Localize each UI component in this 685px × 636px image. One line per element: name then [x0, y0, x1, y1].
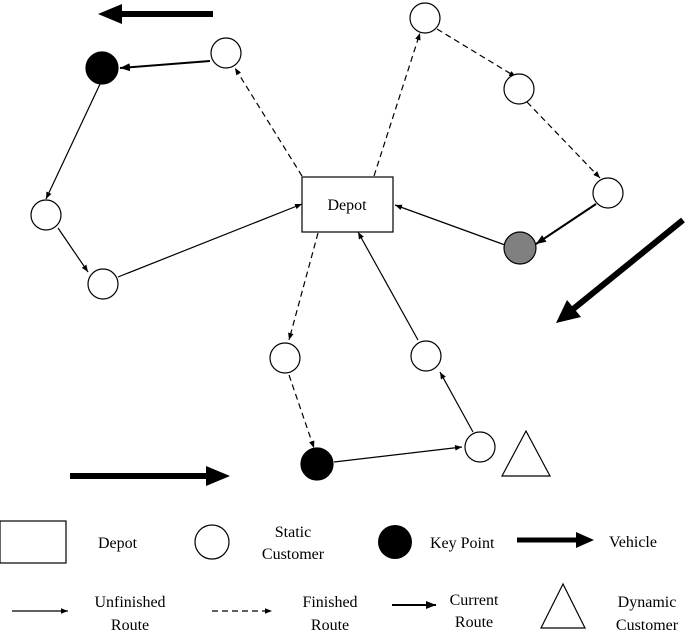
legend-current-route-label-line1: Current [450, 592, 499, 609]
legend-dynamic-customer-label-line2: Customer [616, 617, 679, 634]
legend-finished-route-label-line1: Finished [302, 594, 357, 611]
static-customer-node [592, 177, 624, 209]
vehicle-arrowhead-top [98, 4, 122, 24]
legend-unfinished-route-label-line1: Unfinished [94, 594, 165, 611]
static-customer-node [87, 268, 119, 300]
unfinished-route-edge [117, 203, 303, 278]
legend-depot-label: Depot [98, 535, 138, 552]
static-customer-node [503, 73, 535, 105]
finished-route-edge [234, 67, 303, 177]
unfinished-route-edge [394, 204, 506, 246]
vehicle-arrowhead-bottom [206, 466, 230, 486]
static-customer-node [30, 199, 62, 231]
depot-box [301, 176, 394, 233]
legend-static-customer-label-line2: Customer [262, 546, 325, 563]
legend-static-customer-swatch [194, 524, 230, 560]
current-route-edge [119, 60, 211, 72]
legend-unfinished-route-label-line2: Route [111, 617, 149, 634]
legend-vehicle-swatch-head [576, 532, 594, 548]
unfinished-route-edge [357, 231, 419, 341]
current-key-point-node [503, 231, 537, 265]
routes [45, 28, 601, 463]
static-customer-node [410, 340, 442, 372]
unfinished-route-edge [45, 83, 101, 200]
legend-depot-swatch [0, 520, 67, 564]
vehicle-arrow-right [570, 217, 685, 313]
static-customer-node [464, 431, 496, 463]
legend-key-point-swatch [378, 525, 412, 559]
current-route-edge [535, 203, 597, 245]
legend-dynamic-customer-label-line1: Dynamic [618, 594, 677, 611]
static-customer-node [210, 37, 242, 69]
finished-route-edge [373, 32, 421, 177]
finished-route-edge [288, 232, 319, 341]
key-point-node [85, 51, 119, 85]
depot-label: Depot [327, 197, 367, 214]
legend-dynamic-customer-swatch [540, 582, 586, 629]
legend-static-customer-label-line1: Static [275, 524, 311, 541]
legend-finished-route-label-line2: Route [311, 617, 349, 634]
legend-vehicle-label: Vehicle [609, 534, 657, 551]
vehicle-arrows [70, 4, 685, 486]
finished-route-edge [526, 101, 601, 179]
unfinished-route-edge [333, 445, 463, 463]
vehicle-arrowhead-right [556, 300, 581, 323]
dynamic-customer-node [501, 429, 551, 477]
unfinished-route-edge [57, 227, 89, 273]
finished-route-edge [288, 374, 315, 449]
legend-current-route-label-line2: Route [455, 614, 493, 631]
key-point-node [300, 447, 334, 481]
customers [30, 2, 624, 481]
static-customer-node [269, 342, 301, 374]
unfinished-route-edge [439, 371, 474, 433]
static-customer-node [409, 2, 441, 34]
finished-route-edge [436, 28, 517, 78]
legend-key-point-label: Key Point [430, 535, 495, 552]
depot: Depot [301, 176, 394, 233]
legend: Depot Static Customer Key Point Vehicle … [0, 520, 679, 634]
